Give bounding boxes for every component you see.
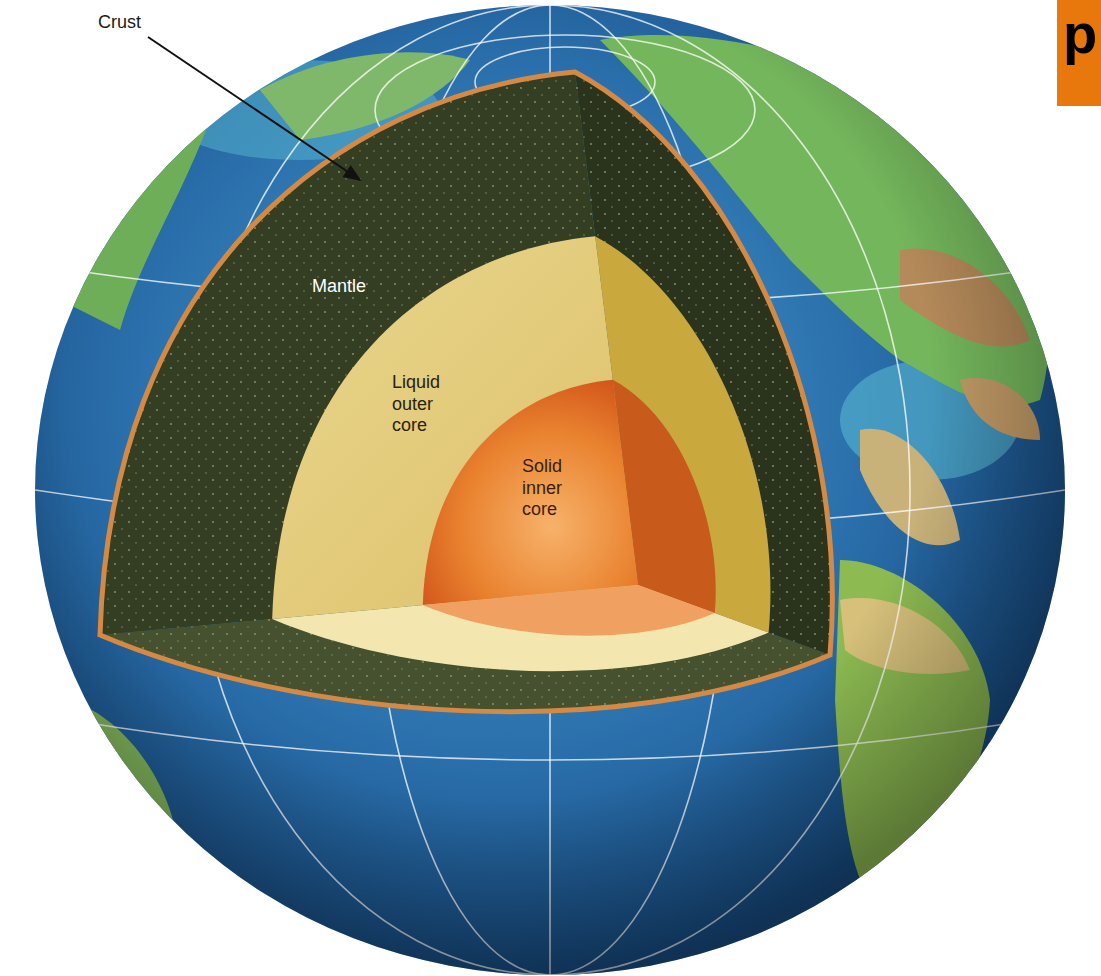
layer-label: Crust [98, 12, 141, 34]
inner-core-layer [423, 380, 716, 636]
title-fragment: p [1063, 6, 1097, 62]
crust-rim [100, 72, 832, 712]
outer-core-layer [272, 236, 770, 671]
grid-lines [35, 5, 1065, 975]
leader-line [148, 37, 360, 180]
ocean-globe [35, 5, 1065, 975]
title-tab [1057, 0, 1101, 106]
layer-label: Mantle [312, 276, 366, 298]
globe-shade [35, 5, 1065, 975]
mantle-layer [100, 72, 832, 712]
layer-label: Liquid outer core [392, 372, 462, 437]
layer-label: Solid inner core [522, 456, 592, 521]
